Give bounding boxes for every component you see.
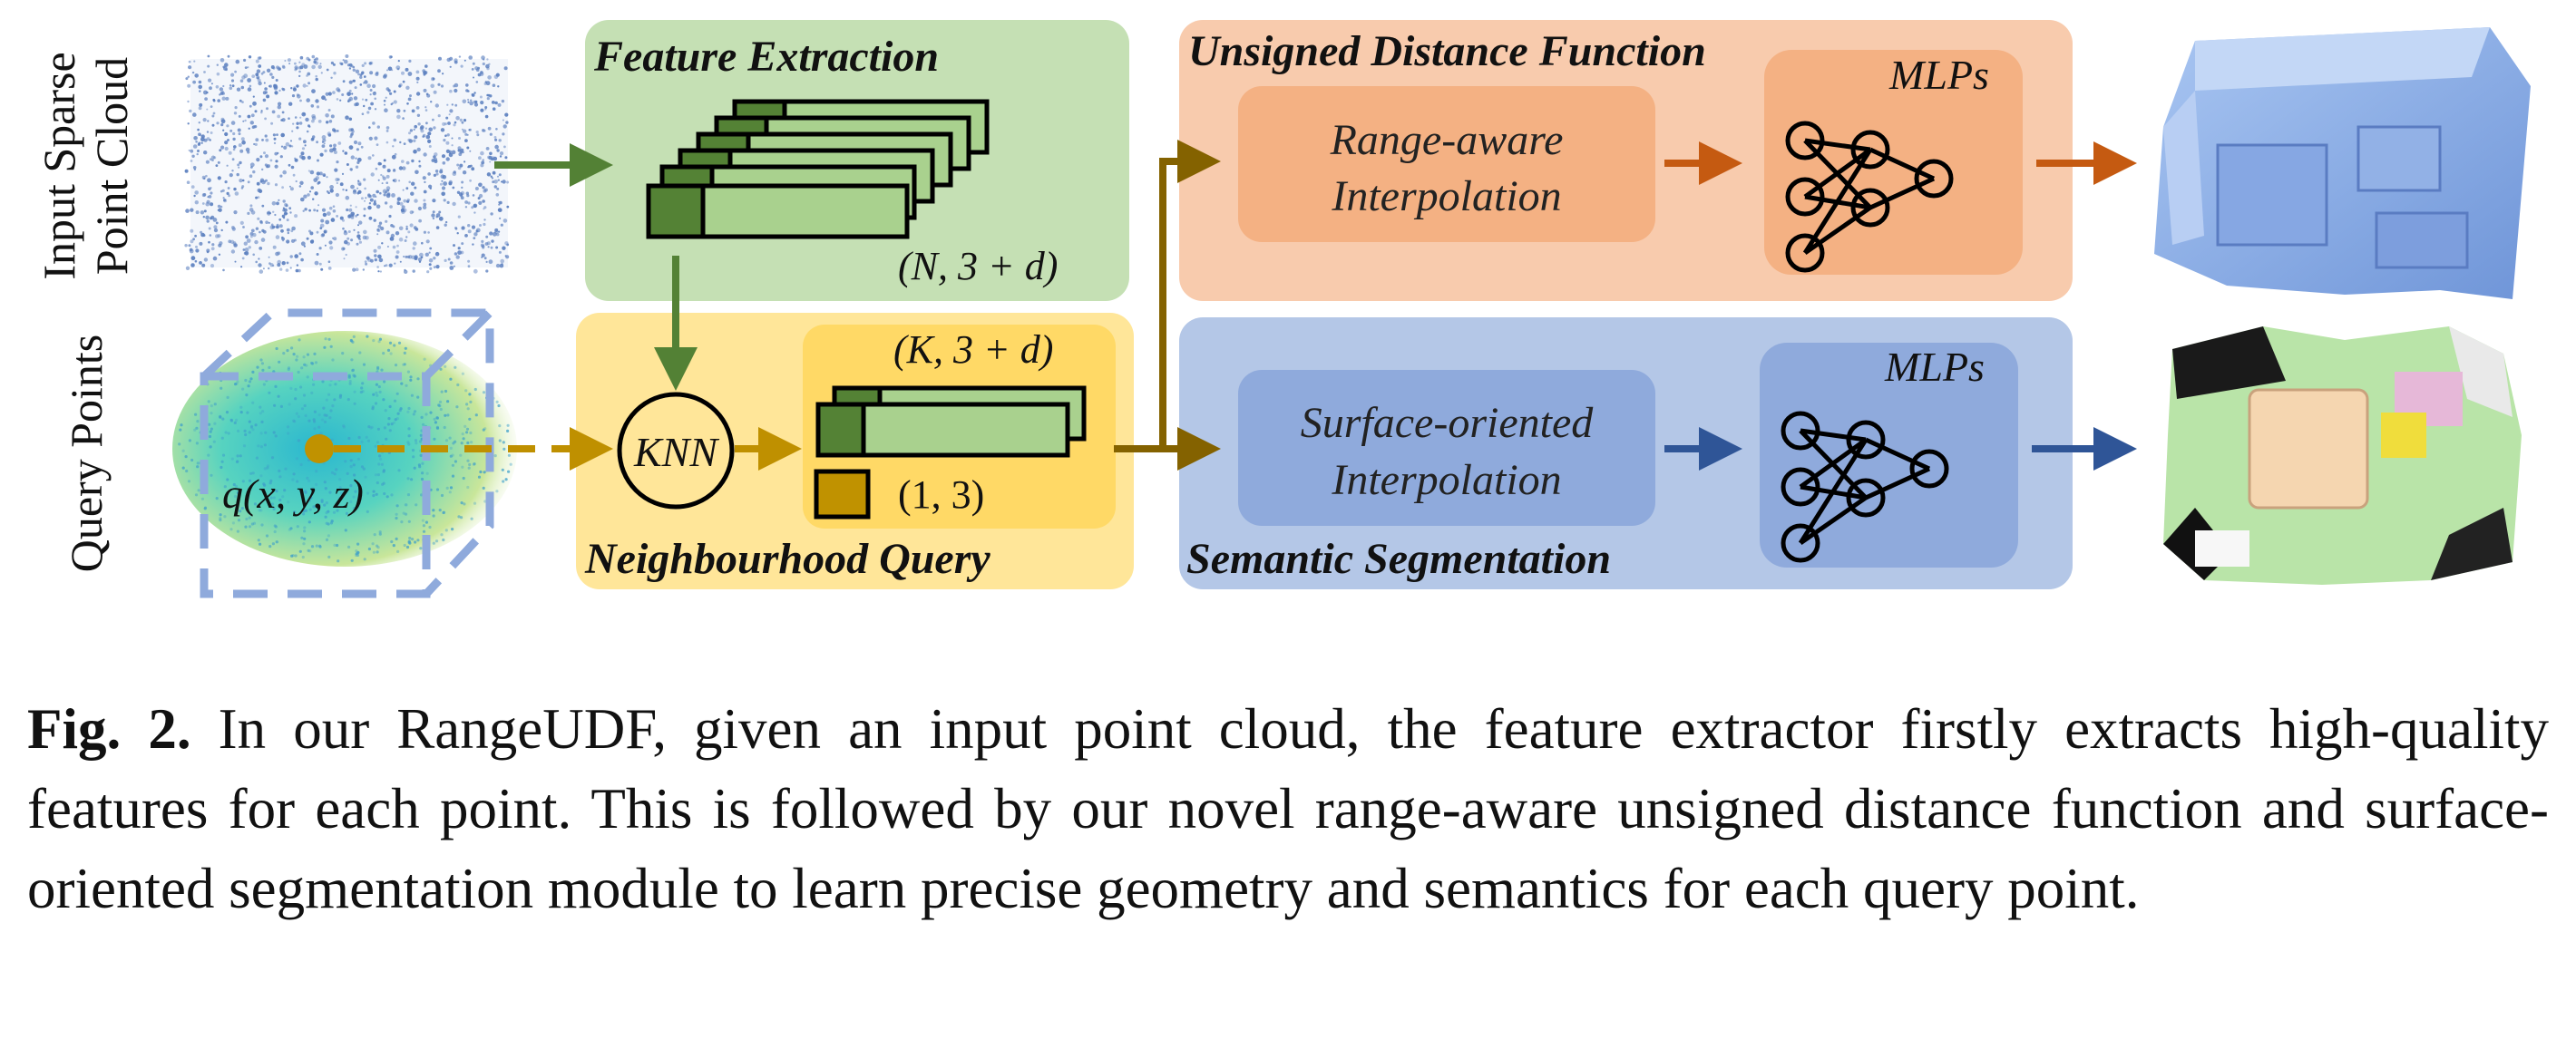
surface-oriented-module [1238, 370, 1655, 526]
feature-extraction-title: Feature Extraction [593, 33, 939, 81]
feature-stack [646, 99, 990, 239]
neighbourhood-query-title: Neighbourhood Query [584, 535, 990, 583]
feature-dims: (N, 3 + d) [898, 244, 1058, 288]
range-aware-line1: Range-aware [1330, 116, 1564, 164]
udf-mlps-label: MLPs [1888, 52, 1989, 98]
figure-caption: Fig. 2. In our RangeUDF, given an input … [27, 689, 2549, 928]
query-point-label: q(x, y, z) [222, 471, 364, 517]
neighbourhood-dims-q: (1, 3) [898, 472, 984, 517]
knn-label: KNN [633, 429, 719, 475]
arrows [334, 140, 2137, 471]
neighbourhood-query-box: (K, 3 + d) (1, 3) KNN Neighbourhood Quer… [576, 313, 1134, 589]
udf-title: Unsigned Distance Function [1188, 27, 1706, 75]
feature-extraction-box: Feature Extraction (N, 3 + d) [585, 20, 1129, 301]
seg-mlps-label: MLPs [1884, 344, 1985, 390]
query-point-dot [305, 434, 334, 463]
seg-box: Surface-oriented Interpolation MLPs Sema… [1179, 317, 2073, 589]
udf-network-icon [1785, 121, 1954, 273]
query-points-image: q(x, y, z) [172, 308, 517, 598]
neighbourhood-dims-k: (K, 3 + d) [893, 327, 1053, 372]
surface-oriented-line2: Interpolation [1331, 456, 1561, 504]
input-label-line2: Point Cloud [86, 57, 137, 275]
udf-box: Unsigned Distance Function Range-aware I… [1179, 20, 2073, 301]
architecture-diagram: Input Sparse Point Cloud Query Points q(… [34, 20, 2531, 598]
seg-title: Semantic Segmentation [1186, 535, 1611, 583]
caption-label: Fig. 2. [27, 697, 191, 761]
input-label-line1: Input Sparse [34, 52, 84, 279]
surface-oriented-line1: Surface-oriented [1301, 399, 1595, 447]
seg-network-icon [1781, 411, 1949, 563]
query-label: Query Points [61, 335, 112, 573]
udf-output-image [2154, 27, 2531, 299]
sparse-point-cloud-image [184, 54, 510, 274]
knn-node [617, 392, 735, 510]
neighbour-stack [815, 385, 1087, 458]
seg-mlp-module [1760, 343, 2018, 568]
range-aware-line2: Interpolation [1331, 172, 1561, 220]
range-aware-module [1238, 86, 1655, 242]
query-feature-square [814, 469, 871, 520]
arrow-to-udf [1114, 140, 1221, 452]
segmentation-output-image [2163, 326, 2522, 585]
caption-text: In our RangeUDF, given an input point cl… [27, 697, 2549, 920]
